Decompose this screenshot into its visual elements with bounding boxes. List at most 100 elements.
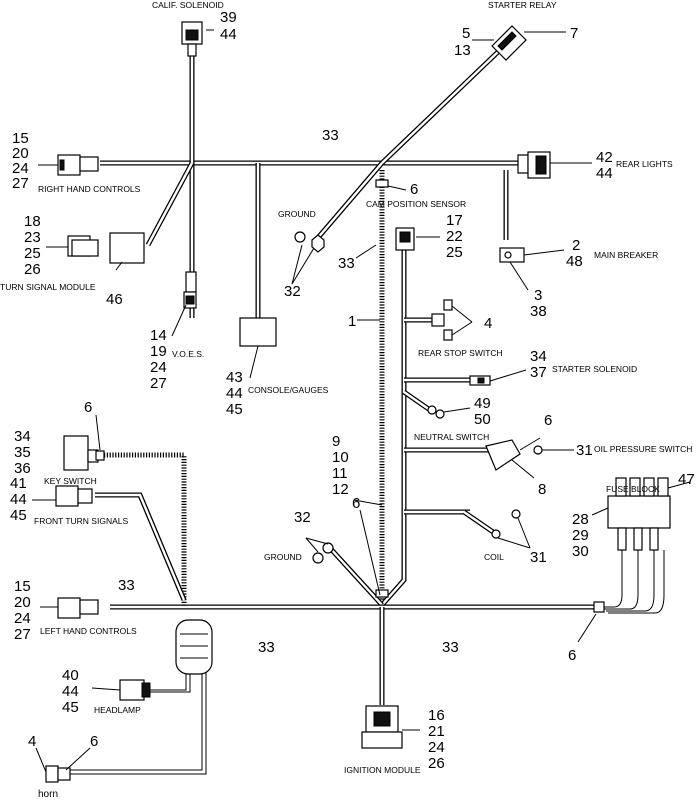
callout-number: 33 <box>442 639 459 656</box>
callout-number: 6 <box>410 181 418 198</box>
label-headlamp: HEADLAMP <box>94 705 141 715</box>
harness-clip <box>95 179 605 613</box>
turn-signal-module <box>67 232 145 264</box>
callout-number: 24 <box>12 160 29 177</box>
key-switch <box>63 435 99 471</box>
rear-lights-connector <box>517 151 551 179</box>
callout-number: 6 <box>90 733 98 750</box>
label-console-gauges: CONSOLE/GAUGES <box>248 385 329 395</box>
callout-number: 1 <box>348 313 356 330</box>
callout-number: 41 <box>10 475 27 492</box>
label-rear-stop-switch: REAR STOP SWITCH <box>418 348 503 358</box>
callout-number: 26 <box>428 755 445 772</box>
svg-text:248: 248 <box>566 237 583 270</box>
label-right-hand-controls: RIGHT HAND CONTROLS <box>38 184 141 194</box>
callout-number: 8 <box>538 481 546 498</box>
callout-number: 43 <box>226 369 243 386</box>
callout-number: 27 <box>150 375 167 392</box>
label-coil: COIL <box>484 552 504 562</box>
label-neutral-switch: NEUTRAL SWITCH <box>414 432 489 442</box>
callout-number: 15 <box>14 578 31 595</box>
callout-number: 15 <box>12 130 29 147</box>
calif-solenoid-connector <box>181 21 203 57</box>
callout-number: 42 <box>596 149 613 166</box>
callout-number: 19 <box>150 343 167 360</box>
label-horn: horn <box>38 789 58 800</box>
callout-number: 45 <box>10 507 27 524</box>
callout-number: 49 <box>474 395 491 412</box>
callout-number: 38 <box>530 303 547 320</box>
right-hand-controls-connector <box>57 154 99 176</box>
front-turn-wire <box>95 492 187 601</box>
cam-position-sensor-connector <box>395 227 415 251</box>
callout-number: 13 <box>454 42 471 59</box>
callout-number: 24 <box>150 359 167 376</box>
left-hand-controls-connector <box>57 597 99 619</box>
callout-number: 44 <box>596 165 613 182</box>
callout-number: 48 <box>566 253 583 270</box>
label-rear-lights: REAR LIGHTS <box>616 159 673 169</box>
callout-number: 44 <box>62 683 79 700</box>
callout-number: 44 <box>10 491 27 508</box>
callout-number: 33 <box>258 639 275 656</box>
starter-relay-wire <box>380 48 502 165</box>
callout-number: 11 <box>332 465 348 482</box>
callout-number: 5 <box>462 25 470 42</box>
callout-number: 16 <box>428 707 445 724</box>
callout-number: 34 <box>530 348 547 365</box>
callout-number: 12 <box>332 481 349 498</box>
horn-connector <box>45 765 71 783</box>
callout-number: 45 <box>62 699 79 716</box>
callout-number: 6 <box>544 412 552 429</box>
label-starter-relay: STARTER RELAY <box>488 0 557 10</box>
callout-number: 14 <box>150 327 167 344</box>
label-front-turn-signals: FRONT TURN SIGNALS <box>34 516 128 526</box>
right-branch-wire <box>380 240 498 607</box>
label-calif-solenoid: CALIF. SOLENOID <box>152 0 224 10</box>
callout-number: 34 <box>14 428 31 445</box>
callout-number: 50 <box>474 411 491 428</box>
label-fuse-block: FUSE BLOCK <box>606 484 660 494</box>
svg-text:338: 338 <box>530 287 547 320</box>
label-oil-pressure-switch: OIL PRESSURE SWITCH <box>594 444 692 454</box>
harness-clamp <box>175 619 213 675</box>
callout-number: 2 <box>572 237 580 254</box>
callout-number: 23 <box>24 229 41 246</box>
callout-number: 46 <box>106 291 123 308</box>
callout-number: 18 <box>24 213 41 230</box>
callout-number: 24 <box>428 739 445 756</box>
callout-number: 4 <box>484 315 492 332</box>
callout-number: 31 <box>530 549 547 566</box>
ground-top-wire <box>314 161 384 242</box>
callout-number: 6 <box>84 399 92 416</box>
callout-number: 17 <box>446 212 463 229</box>
callout-number: 39 <box>220 9 237 26</box>
callout-number: 20 <box>14 594 31 611</box>
starter-relay <box>491 25 527 61</box>
label-key-switch: KEY SWITCH <box>44 476 97 486</box>
callout-number: 20 <box>12 145 29 162</box>
rear-stop-switch <box>431 299 453 341</box>
turn-signal-wire <box>145 161 195 247</box>
main-breaker <box>499 247 525 263</box>
callout-number: 47 <box>678 471 695 488</box>
callout-number: 27 <box>12 175 29 192</box>
label-ignition-module: IGNITION MODULE <box>344 765 421 775</box>
callout-number: 24 <box>14 610 31 627</box>
ignition-module-connector <box>361 705 403 749</box>
callout-number: 9 <box>332 433 340 450</box>
callout-number: 36 <box>14 460 31 477</box>
callout-number: 44 <box>226 385 243 402</box>
callout-number: 25 <box>446 244 463 261</box>
callout-number: 33 <box>322 127 339 144</box>
